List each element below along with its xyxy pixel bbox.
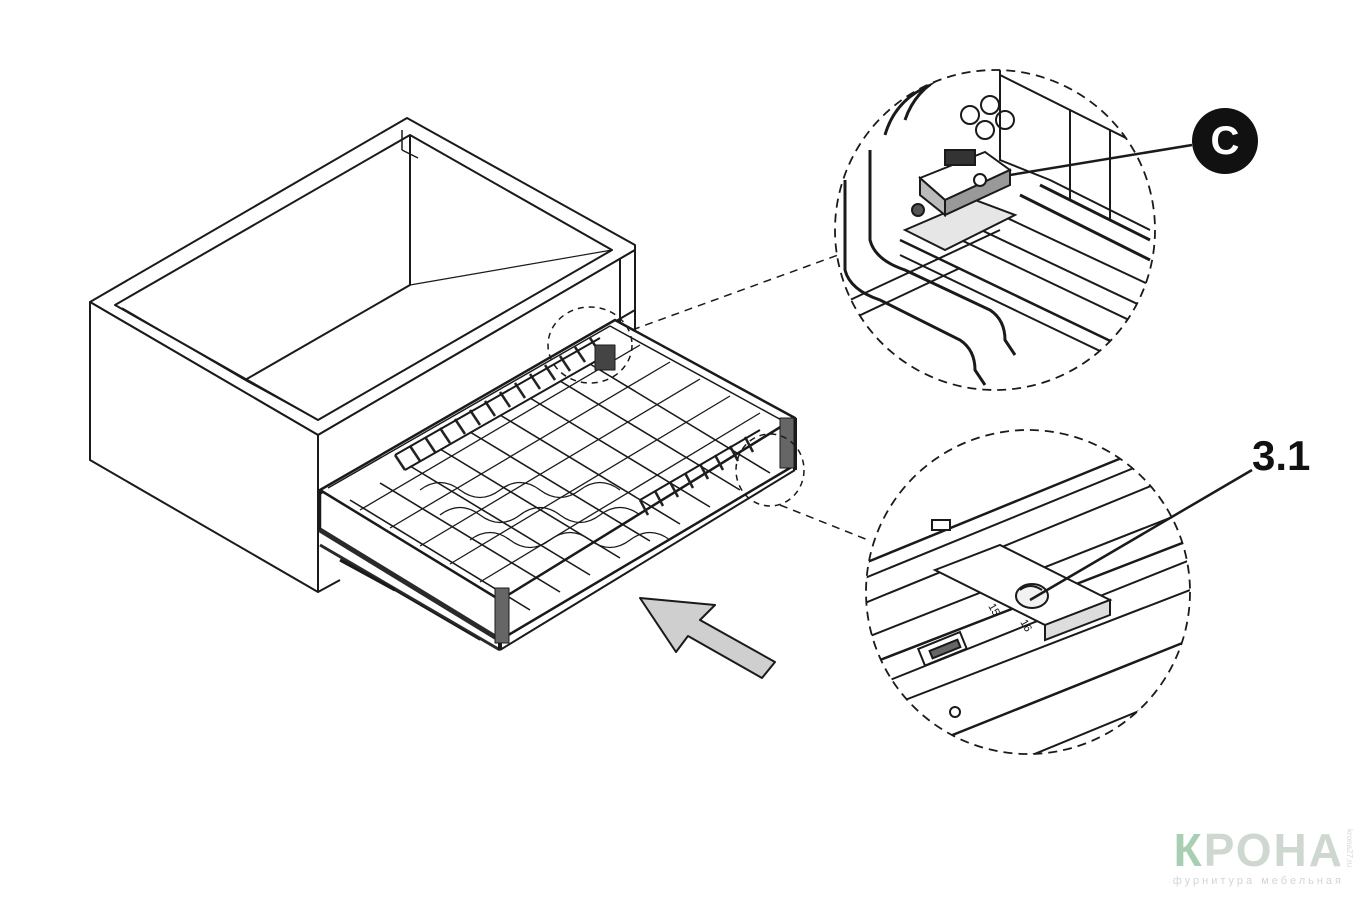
callout-c-badge: C [1192,108,1258,174]
brand-side-text: kronа27.ru [1345,829,1354,868]
zoom-detail-31: 15 16 [865,429,1253,755]
callout-step-label: 3.1 [1252,432,1311,479]
zoom-detail-c [834,69,1193,391]
cabinet [89,117,636,593]
brand-tagline: фурнитура мебельная [1172,875,1344,887]
brand-name-first: К [1173,824,1204,876]
brand-watermark: КРОНА фурнитура мебельная kronа27.ru [1172,827,1354,887]
detail-markers [547,306,805,507]
rail-number-16: 16 [1017,618,1034,635]
rail-number-15: 15 [985,602,1002,619]
brand-name: КРОНА [1173,827,1344,873]
leader-lines [631,254,869,541]
callout-c-label: C [1210,118,1240,163]
brand-name-rest: РОНА [1203,824,1344,876]
push-arrow [639,597,776,679]
dish-basket [318,318,797,652]
